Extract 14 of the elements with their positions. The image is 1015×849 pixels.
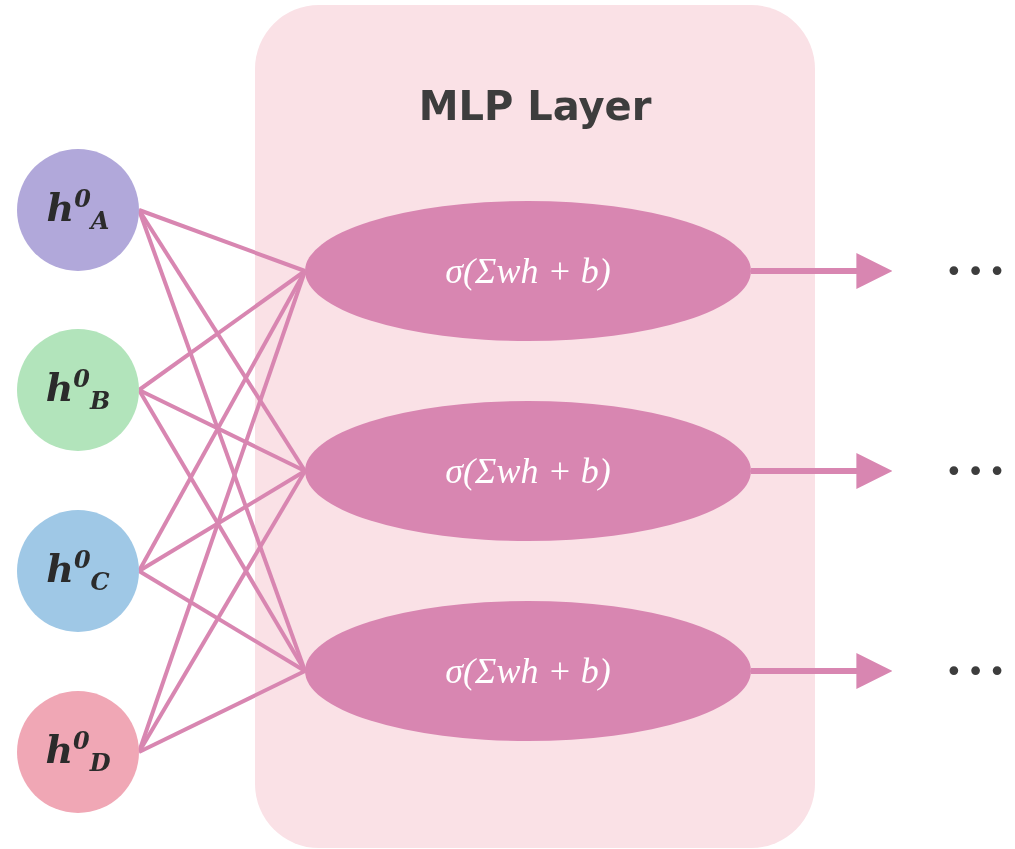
formula-label: σ(Σwh + b) <box>445 250 611 292</box>
layer-panel <box>255 5 815 848</box>
ellipsis-text: ••• <box>944 653 1011 689</box>
formula-label: σ(Σwh + b) <box>445 450 611 492</box>
arrow <box>751 253 893 289</box>
arrow <box>751 453 893 489</box>
formula-label: σ(Σwh + b) <box>445 650 611 692</box>
ellipsis-text: ••• <box>944 453 1011 489</box>
arrow <box>751 653 893 689</box>
ellipsis-text: ••• <box>944 253 1011 289</box>
connection-line <box>138 208 306 273</box>
connection-line <box>137 470 307 753</box>
connection-line <box>138 669 306 754</box>
panel-title: MLP Layer <box>417 83 653 129</box>
